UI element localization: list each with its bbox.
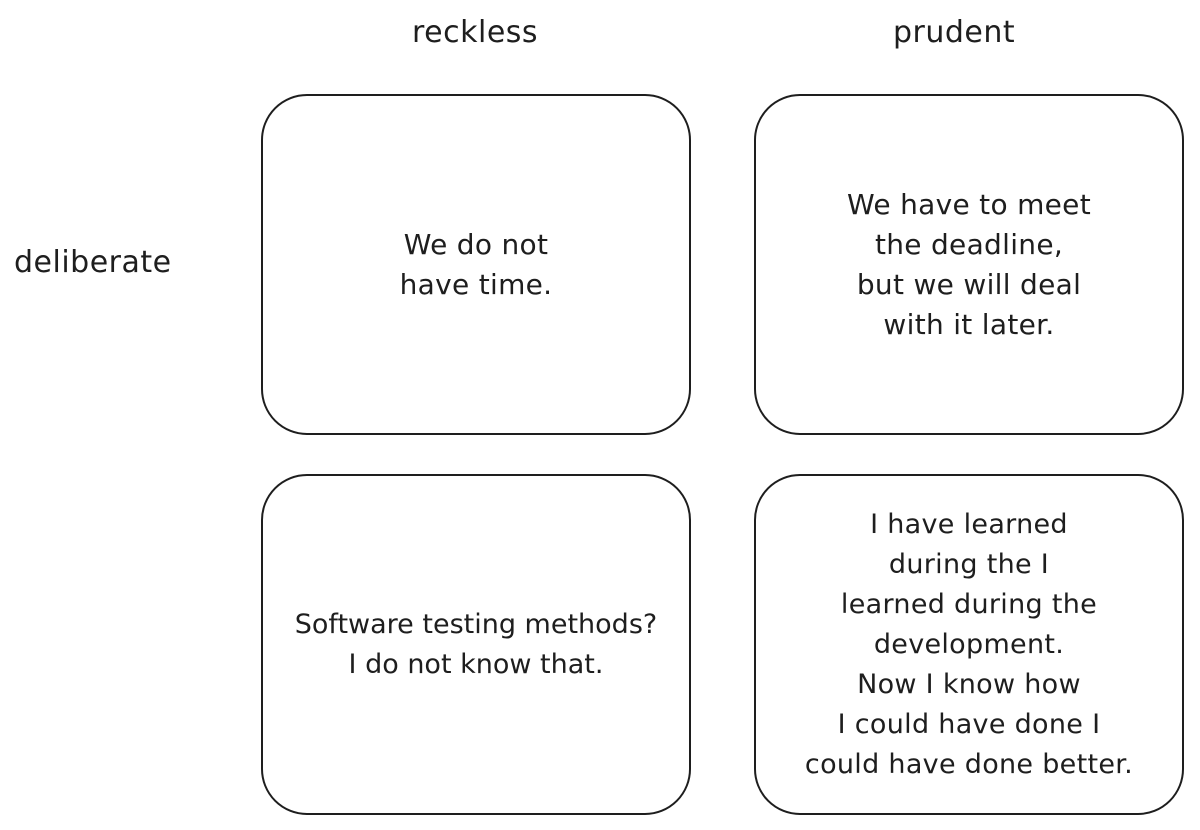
column-header-reckless: reckless [412,15,539,50]
quadrant-reckless-inadvertent: Software testing methods? I do not know … [261,474,691,815]
quadrant-reckless-inadvertent-text: Software testing methods? I do not know … [294,608,658,680]
quadrant-prudent-deliberate-text: We have to meet the deadline, but we wil… [847,187,1091,341]
row-header-deliberate: deliberate [14,245,172,280]
quadrant-prudent-deliberate: We have to meet the deadline, but we wil… [754,94,1184,435]
quadrant-reckless-deliberate: We do not have time. [261,94,691,435]
quadrant-prudent-inadvertent-text: I have learned during the I learned duri… [804,508,1134,780]
quadrant-reckless-deliberate-text: We do not have time. [399,227,553,301]
column-header-prudent: prudent [893,15,1016,50]
quadrant-prudent-inadvertent: I have learned during the I learned duri… [754,474,1184,815]
